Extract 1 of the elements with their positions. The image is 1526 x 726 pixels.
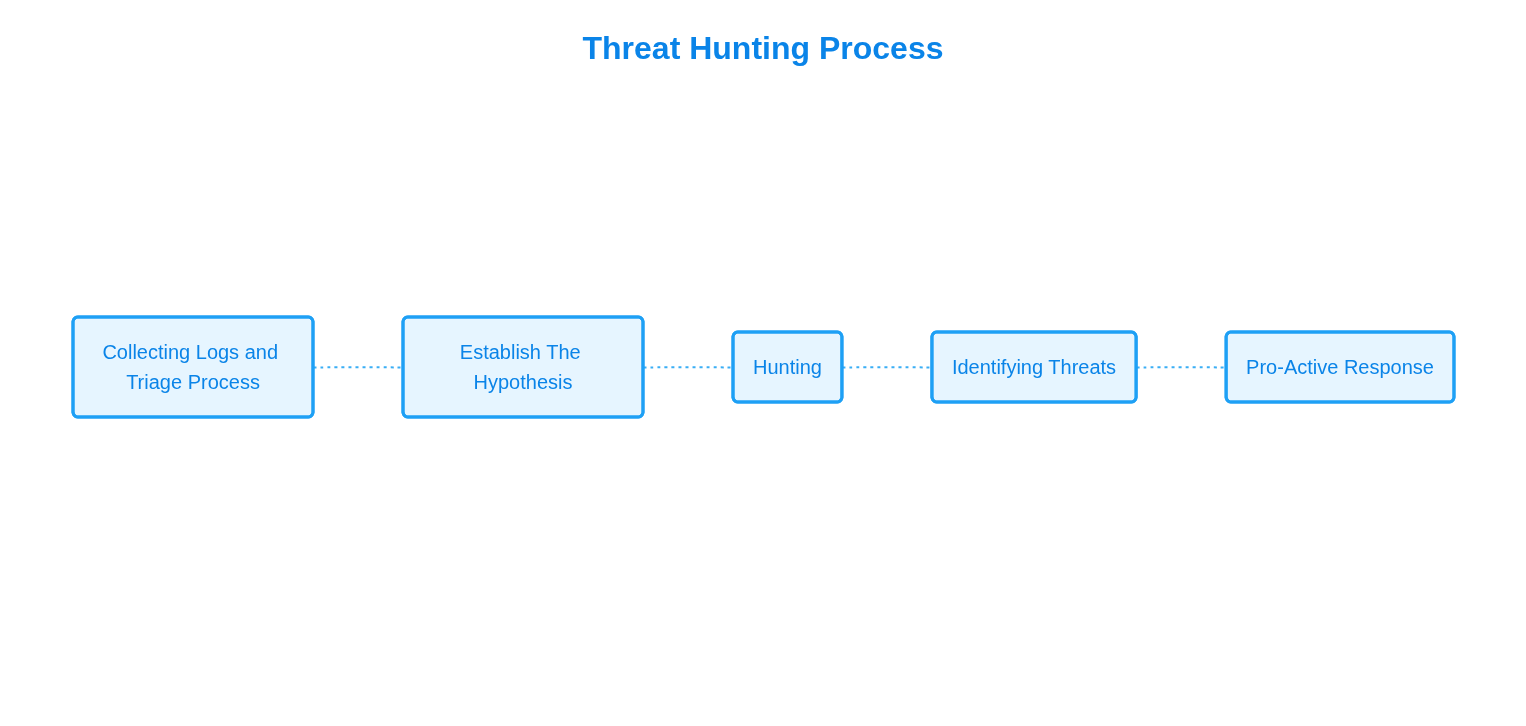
diagram-title: Threat Hunting Process [581,30,945,67]
